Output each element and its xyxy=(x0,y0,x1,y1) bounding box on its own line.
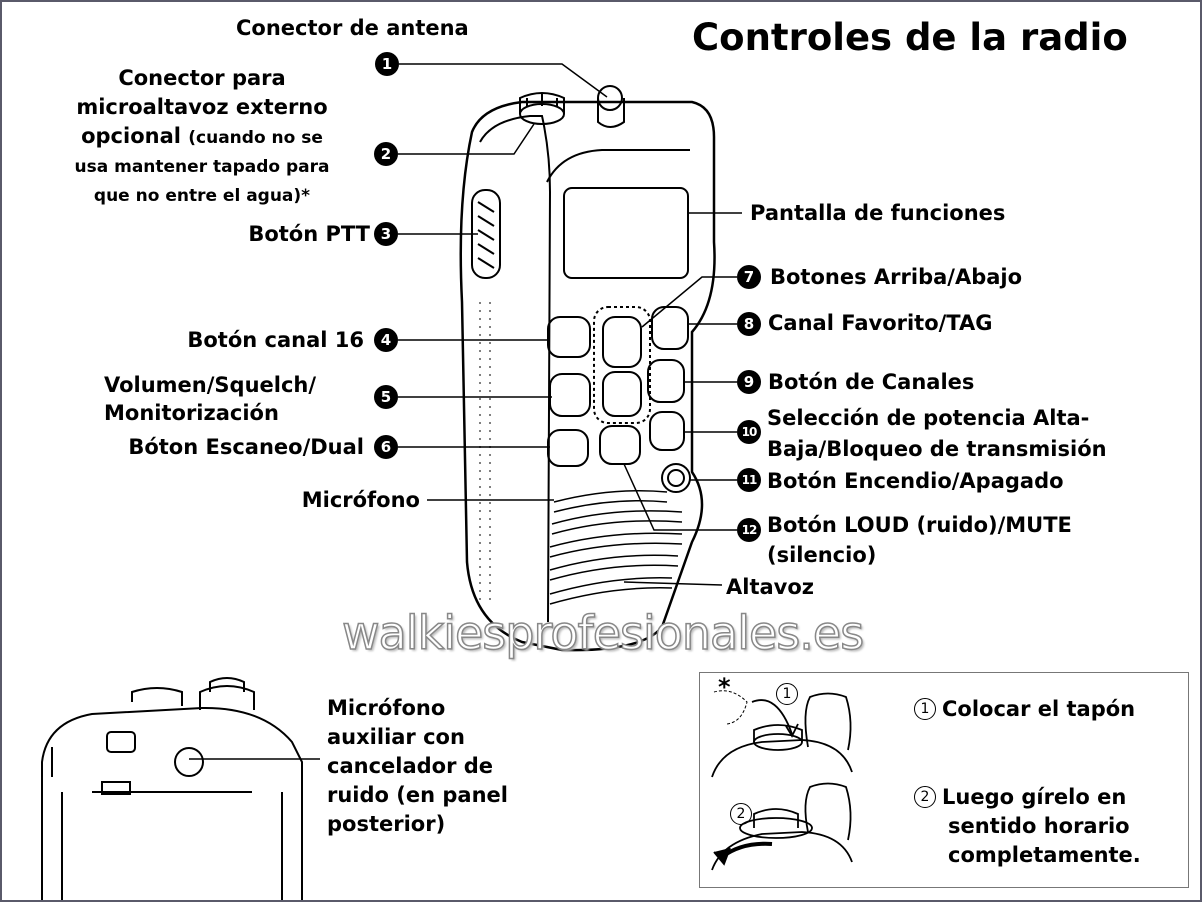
aux-line: posterior) xyxy=(327,812,446,836)
step-1-marker: 1 xyxy=(914,698,936,720)
label-external-mic-connector: Conector para microaltavoz externo opcio… xyxy=(22,64,382,211)
aux-line: ruido (en panel xyxy=(327,783,508,807)
c2-line: opcional xyxy=(81,124,181,148)
step-2-line: sentido horario xyxy=(948,814,1130,838)
label-volume-line2: Monitorización xyxy=(104,401,279,425)
c2-line: microaltavoz externo xyxy=(76,95,328,119)
asterisk: * xyxy=(718,673,731,701)
label-channel-16: Botón canal 16 xyxy=(187,328,364,352)
c2-line: usa mantener tapado para xyxy=(74,157,330,177)
label-power-onoff: Botón Encendio/Apagado xyxy=(767,469,1064,493)
label-power-line1: Selección de potencia Alta- xyxy=(767,406,1090,430)
label-speaker: Altavoz xyxy=(726,575,814,599)
aux-line: auxiliar con xyxy=(327,725,465,749)
label-volume-line1: Volumen/Squelch/ xyxy=(104,373,317,397)
label-power-line2: Baja/Bloqueo de transmisión xyxy=(767,437,1107,461)
badge-7: 7 xyxy=(737,265,761,289)
illustration-marker-1: 1 xyxy=(776,683,798,705)
badge-3: 3 xyxy=(374,222,398,246)
step-2-line: completamente. xyxy=(948,843,1141,867)
step-1-text: Colocar el tapón xyxy=(942,697,1136,721)
badge-8: 8 xyxy=(737,312,761,336)
label-scan-dual: Bóton Escaneo/Dual xyxy=(128,435,364,459)
badge-5: 5 xyxy=(374,385,398,409)
badge-2: 2 xyxy=(374,142,398,166)
label-microphone: Micrófono xyxy=(301,488,420,512)
aux-line: cancelador de xyxy=(327,754,494,778)
illustration-marker-2: 2 xyxy=(730,803,752,825)
c2-line: (cuando no se xyxy=(188,128,323,148)
label-favorite: Canal Favorito/TAG xyxy=(768,311,993,335)
badge-6: 6 xyxy=(374,435,398,459)
c2-line: Conector para xyxy=(118,66,286,90)
label-channels: Botón de Canales xyxy=(768,370,975,394)
c2-line: que no entre el agua)* xyxy=(93,186,311,206)
label-antenna-connector: Conector de antena xyxy=(236,16,469,40)
step-2-line: Luego gírelo en xyxy=(942,785,1127,809)
label-loud-line1: Botón LOUD (ruido)/MUTE xyxy=(767,513,1072,537)
badge-11: 11 xyxy=(737,468,761,492)
badge-9: 9 xyxy=(737,370,761,394)
label-display: Pantalla de funciones xyxy=(750,201,1006,225)
aux-line: Micrófono xyxy=(327,696,446,720)
badge-4: 4 xyxy=(374,328,398,352)
label-up-down: Botones Arriba/Abajo xyxy=(770,265,1023,289)
label-ptt-button: Botón PTT xyxy=(248,222,370,246)
badge-10: 10 xyxy=(737,420,761,444)
badge-12: 12 xyxy=(737,518,761,542)
page-title: Controles de la radio xyxy=(692,16,1128,59)
label-aux-mic: Micrófono auxiliar con cancelador de rui… xyxy=(327,694,508,839)
badge-1: 1 xyxy=(375,52,399,76)
label-loud-line2: (silencio) xyxy=(767,543,877,567)
step-2-marker: 2 xyxy=(914,786,936,808)
watermark: walkiesprofesionales.es xyxy=(341,605,865,661)
